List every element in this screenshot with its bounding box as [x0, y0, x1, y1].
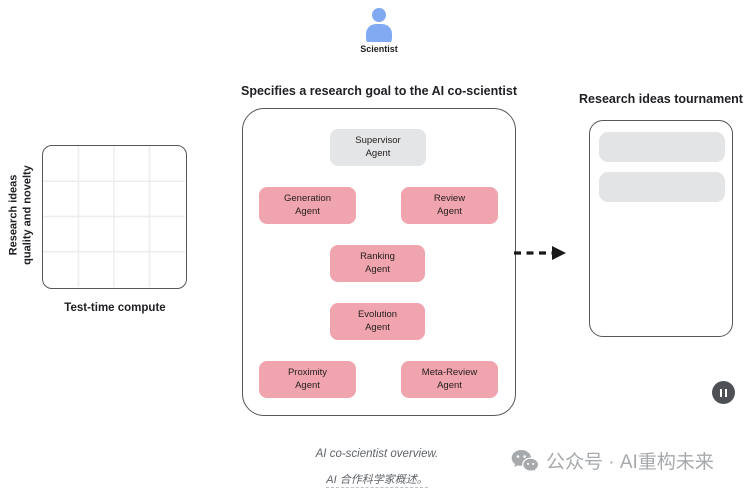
agent-label: Generation: [283, 192, 331, 204]
proximity-agent-box: Proximity Agent: [259, 361, 356, 398]
scientist-label: Scientist: [360, 44, 398, 54]
evolution-agent-box: Evolution Agent: [330, 303, 425, 340]
y-axis-label: Research ideas quality and novelty: [7, 130, 36, 300]
tournament-idea-bar: [599, 172, 725, 202]
tournament-idea-bar: [599, 132, 725, 162]
scientist-figure: Scientist: [345, 6, 413, 54]
test-time-compute-chart: [42, 145, 187, 289]
caption-chinese-text: AI 合作科学家概述。: [326, 474, 428, 488]
caption-english: AI co-scientist overview.: [315, 448, 439, 460]
agent-label: Agent: [437, 205, 462, 217]
review-agent-box: Review Agent: [401, 187, 498, 224]
tournament-title: Research ideas tournament: [579, 92, 743, 106]
generation-agent-box: Generation Agent: [259, 187, 356, 224]
agent-label: Proximity: [287, 366, 328, 378]
agent-label: Review: [433, 192, 466, 204]
pause-button[interactable]: [712, 381, 735, 404]
agent-label: Meta-Review: [421, 366, 478, 378]
wechat-watermark: 公众号 · AI重构未来: [510, 447, 714, 474]
meta-review-agent-box: Meta-Review Agent: [401, 361, 498, 398]
dashed-arrow-icon: [514, 246, 566, 260]
scientist-person-icon: [366, 8, 392, 42]
y-axis-label-line: Research ideas: [7, 174, 20, 256]
y-axis-label-line: quality and novelty: [22, 165, 34, 265]
agent-label: Agent: [295, 379, 320, 391]
wechat-icon: [511, 449, 539, 473]
x-axis-label: Test-time compute: [64, 302, 166, 314]
agent-label: Agent: [365, 263, 390, 275]
pause-icon: [720, 388, 727, 397]
agent-label: Supervisor: [355, 134, 401, 146]
agent-label: Agent: [437, 379, 462, 391]
caption-chinese: AI 合作科学家概述。: [246, 471, 508, 488]
agent-label: Agent: [365, 321, 390, 333]
agent-label: Ranking: [360, 250, 395, 262]
supervisor-agent-box: Supervisor Agent: [330, 129, 426, 166]
flow-title: Specifies a research goal to the AI co-s…: [240, 84, 518, 98]
agent-label: Agent: [295, 205, 320, 217]
ranking-agent-box: Ranking Agent: [330, 245, 425, 282]
agent-label: Agent: [365, 147, 391, 159]
chart-gridlines: [43, 146, 185, 287]
tournament-box: [589, 120, 733, 337]
watermark-text: 公众号 · AI重构未来: [546, 452, 714, 473]
agent-label: Evolution: [357, 308, 398, 320]
